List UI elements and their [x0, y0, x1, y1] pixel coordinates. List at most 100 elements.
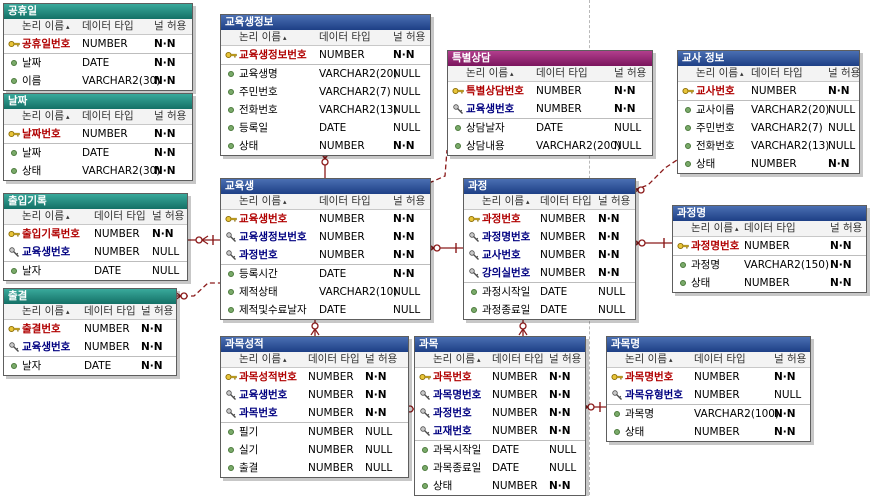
entity-title[interactable]: 특별상담 [448, 51, 652, 66]
entity-title[interactable]: 공휴일 [4, 4, 192, 19]
entity-title[interactable]: 과목성적 [221, 337, 408, 352]
attribute-dot-icon [422, 483, 428, 489]
attribute-type: DATE [492, 462, 520, 474]
entity-title[interactable]: 출결 [4, 289, 176, 304]
entity-title[interactable]: 날짜 [4, 94, 192, 109]
header-logical-name-text: 논리 이름 [239, 353, 281, 365]
attribute-nullable: N·N [393, 249, 415, 261]
entity-title[interactable]: 교육생 [221, 179, 430, 194]
entity-title[interactable]: 교사 정보 [678, 51, 859, 66]
entity-title[interactable]: 출입기록 [4, 194, 187, 209]
attribute-name: 날짜번호 [22, 128, 61, 140]
entity-title[interactable]: 과정명 [673, 206, 866, 221]
attribute-type: VARCHAR2(100) [694, 408, 780, 420]
attribute-nullable: N·N [830, 259, 852, 271]
entity-title[interactable]: 과정 [464, 179, 635, 194]
attribute-name: 과목번호 [433, 371, 472, 383]
foreign-key-icon [419, 425, 431, 437]
attribute-dot-icon [228, 465, 234, 471]
entity-title[interactable]: 과목 [415, 337, 585, 352]
entity-title[interactable]: 과목명 [607, 337, 810, 352]
entity-title[interactable]: 교육생정보 [221, 15, 430, 30]
attribute-type: NUMBER [308, 444, 354, 456]
attribute-dot-icon [422, 465, 428, 471]
attribute-name: 날짜 [22, 147, 42, 159]
attribute-name: 날자 [22, 265, 42, 277]
